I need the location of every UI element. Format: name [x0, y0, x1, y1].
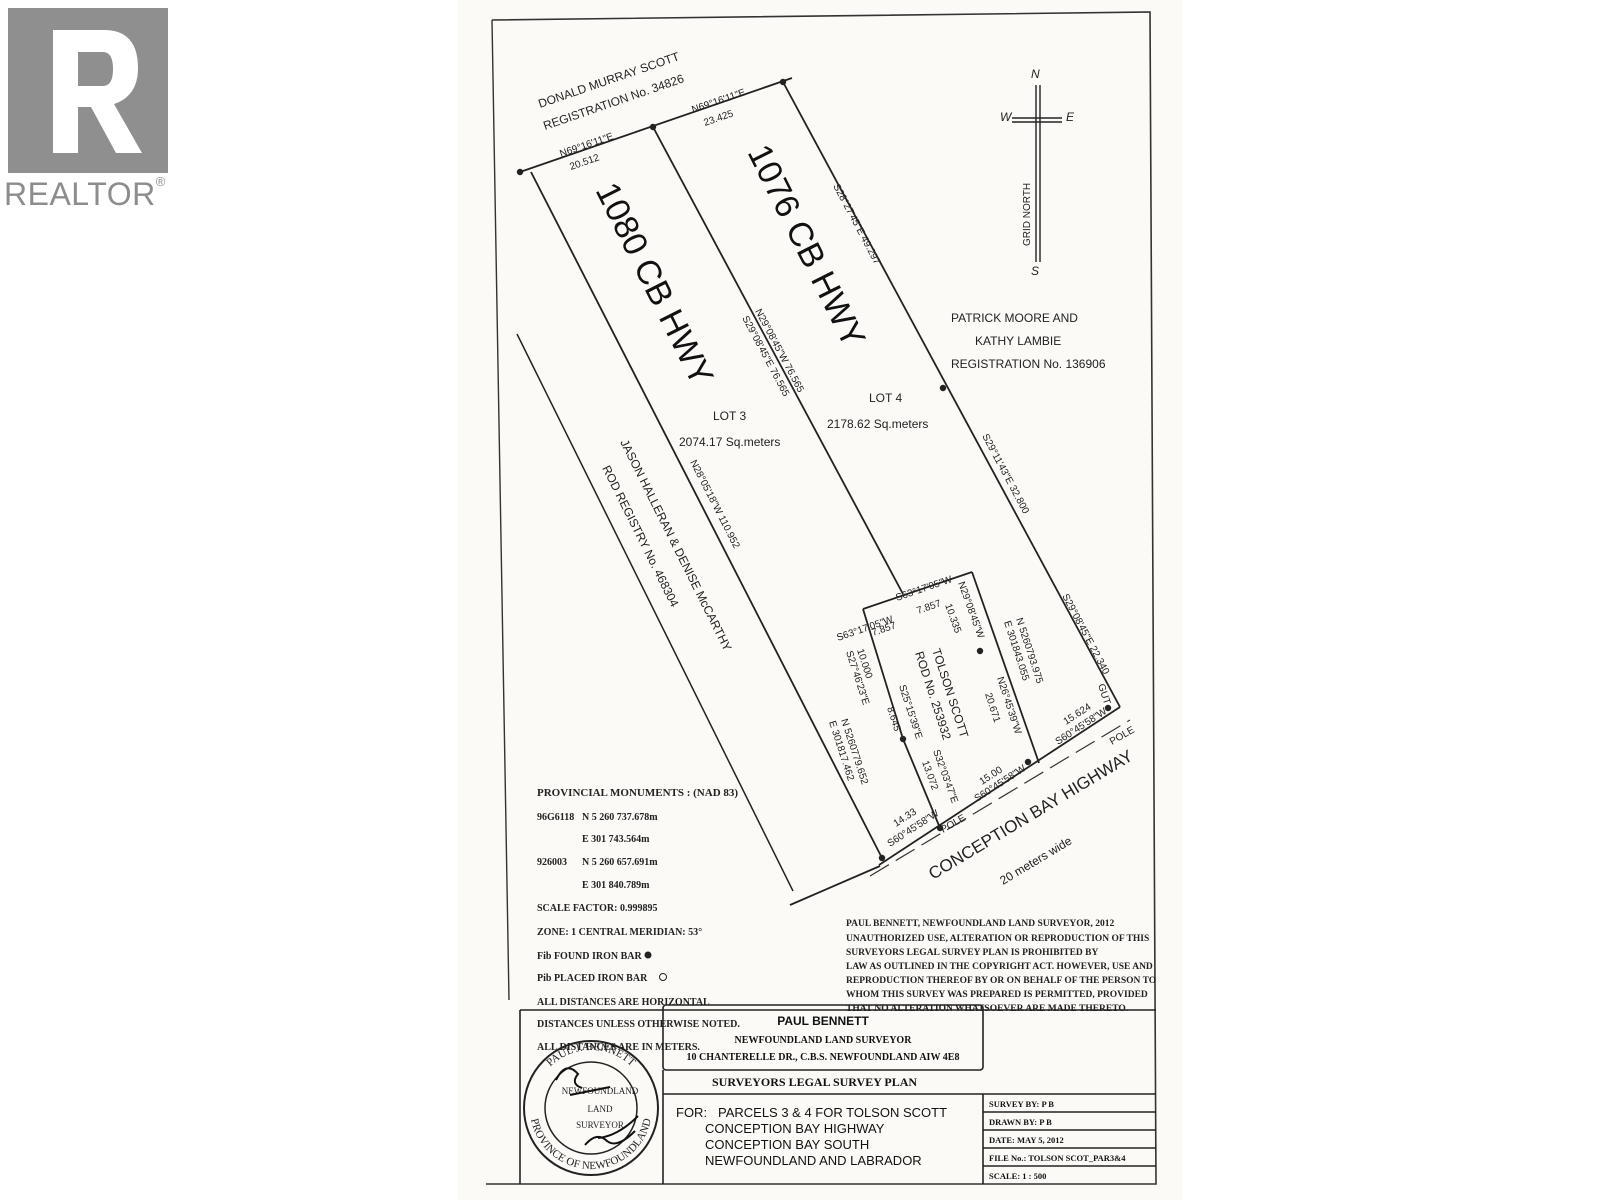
- pole-label-2: POLE: [1108, 725, 1137, 748]
- monument-2-id: 926003: [537, 857, 567, 868]
- for-line-3: CONCEPTION BAY SOUTH: [705, 1137, 869, 1152]
- copyright-line-4: LAW AS OUTLINED IN THE COPYRIGHT ACT. HO…: [846, 962, 1153, 972]
- copyright-line-1: PAUL BENNETT, NEWFOUNDLAND LAND SURVEYOR…: [846, 919, 1114, 929]
- road-edge: [869, 719, 1131, 877]
- surveyor-name: PAUL BENNETT: [777, 1014, 869, 1028]
- copyright-line-6: WHOM THIS SURVEY WAS PREPARED IS PERMITT…: [846, 990, 1148, 1000]
- copyright-line-2: UNAUTHORIZED USE, ALTERATION OR REPRODUC…: [846, 934, 1149, 944]
- road-width: 20 meters wide: [997, 833, 1074, 887]
- realtor-wordmark: REALTOR®: [4, 174, 194, 212]
- survey-date: DATE: MAY 5, 2012: [989, 1135, 1064, 1145]
- distance-cut-b: 7.857: [915, 598, 943, 617]
- realtor-logo: [8, 8, 168, 173]
- seal-inner-3: SURVEYOR: [576, 1120, 624, 1130]
- copyright-line-7: THAT NO ALTERATION WHATSOEVER ARE MADE T…: [846, 1004, 1128, 1014]
- parcel-lines: [519, 77, 1121, 906]
- lot4-label: LOT 4: [869, 391, 902, 405]
- monuments-title: PROVINCIAL MONUMENTS : (NAD 83): [537, 787, 738, 799]
- file-number: FILE No.: TOLSON SCOT_PAR3&4: [989, 1153, 1126, 1163]
- monument-2-east: E 301 840.789m: [582, 880, 650, 891]
- compass-w: W: [1000, 110, 1013, 124]
- monument-1-east: E 301 743.564m: [582, 834, 650, 845]
- title-block-frame: [519, 1004, 1156, 1184]
- seal-inner-2: LAND: [588, 1104, 613, 1114]
- registered-mark: ®: [155, 174, 166, 189]
- for-line-4: NEWFOUNDLAND AND LABRADOR: [705, 1153, 922, 1168]
- distance-tolson-east-top: 10.335: [942, 602, 963, 635]
- distance-north-b: 23.425: [702, 108, 735, 129]
- realtor-r-icon: [8, 8, 168, 173]
- east-owner-registration: REGISTRATION No. 136906: [951, 357, 1106, 371]
- for-line-1: PARCELS 3 & 4 FOR TOLSON SCOTT: [718, 1105, 947, 1120]
- copyright-line-3: SURVEYORS LEGAL SURVEY PLAN IS PROHIBITE…: [846, 948, 1099, 958]
- monument-1-id: 96G6118: [537, 812, 574, 823]
- lot3-label: LOT 3: [713, 409, 746, 423]
- bearing-east-top: S28°27'45"E 49.297: [830, 182, 882, 267]
- distance-note-1: ALL DISTANCES ARE HORIZONTAL: [537, 997, 710, 1008]
- plan-scale: SCALE: 1 : 500: [989, 1171, 1046, 1181]
- compass-s: S: [1031, 264, 1039, 278]
- copyright-line-5: REPRODUCTION THEREOF BY OR ON BEHALF OF …: [846, 976, 1156, 986]
- monument-2-north: N 5 260 657.691m: [582, 857, 658, 868]
- bearing-cut-b: S63°17'05"W: [894, 574, 954, 604]
- plan-frame-left: [491, 19, 510, 1001]
- compass-n: N: [1031, 67, 1040, 81]
- placed-iron-bar-legend: Pib PLACED IRON BAR: [537, 973, 648, 984]
- distance-note-2: DISTANCES UNLESS OTHERWISE NOTED.: [537, 1019, 740, 1030]
- compass-e: E: [1066, 110, 1075, 124]
- bearing-east-low: S29°08'45"E 22.340: [1059, 592, 1111, 677]
- surveyor-seal-icon: PAUL J. BENNETT PROVINCE OF NEWFOUNDLAND…: [523, 1040, 659, 1176]
- for-label: FOR:: [676, 1105, 707, 1120]
- placed-bar-symbol: [659, 973, 667, 981]
- plan-frame: [486, 11, 1157, 1185]
- lot3-area: 2074.17 Sq.meters: [679, 435, 780, 449]
- found-iron-bar-legend: Fib FOUND IRON BAR: [537, 951, 643, 962]
- for-line-2: CONCEPTION BAY HIGHWAY: [705, 1121, 885, 1136]
- realtor-word: REALTOR: [4, 176, 156, 212]
- west-owner-name: JASON HALLERAN & DENISE McCARTHY: [617, 437, 734, 653]
- east-owner-name-1: PATRICK MOORE AND: [951, 311, 1078, 325]
- scale-factor: SCALE FACTOR: 0.999895: [537, 903, 657, 914]
- surveyor-title: NEWFOUNDLAND LAND SURVEYOR: [735, 1035, 913, 1046]
- zone-meridian: ZONE: 1 CENTRAL MERIDIAN: 53°: [537, 927, 702, 938]
- east-owner-name-2: KATHY LAMBIE: [975, 334, 1061, 348]
- surveyor-address: 10 CHANTERELLE DR., C.B.S. NEWFOUNDLAND …: [687, 1052, 960, 1063]
- distance-tolson-mid: 8.645: [884, 706, 902, 734]
- seal-inner-1: NEWFOUNDLAND: [562, 1086, 639, 1096]
- lot3-address: 1080 CB HWY: [588, 177, 721, 392]
- iron-bar-markers: [516, 78, 1112, 862]
- grid-north-label: GRID NORTH: [1022, 183, 1033, 246]
- bearing-west: N28°05'18"W 110.952: [687, 458, 741, 550]
- north-arrow-icon: [1012, 85, 1062, 262]
- lot4-area: 2178.62 Sq.meters: [827, 417, 928, 431]
- found-bar-symbol: [644, 951, 652, 959]
- plan-type: SURVEYORS LEGAL SURVEY PLAN: [712, 1075, 917, 1089]
- distance-tolson-east: 20.671: [982, 692, 1002, 725]
- bearing-east-mid: S29°11'43"E 32.800: [979, 432, 1031, 516]
- west-adjacent-line: [516, 333, 794, 892]
- monument-1-north: N 5 260 737.678m: [582, 812, 658, 823]
- survey-by: SURVEY BY: P B: [989, 1099, 1054, 1109]
- bearing-north-b: N69°16'11"E: [690, 87, 747, 116]
- drawn-by: DRAWN BY: P B: [989, 1117, 1052, 1127]
